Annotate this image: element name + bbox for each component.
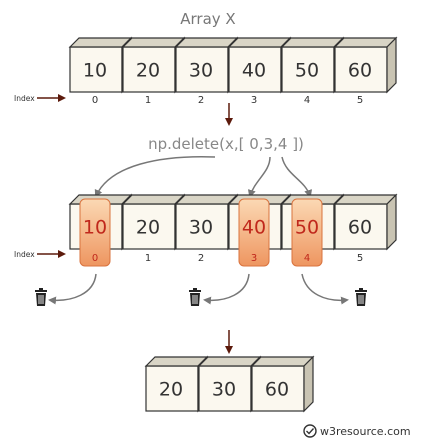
watermark: w3resource.com xyxy=(303,424,411,438)
array-cell: 60 xyxy=(333,36,398,94)
array-cell: 30 xyxy=(174,193,239,251)
cell-value: 40 xyxy=(242,60,266,82)
array-cell: 30 xyxy=(197,355,262,413)
array-cell: 60 xyxy=(250,355,315,413)
index-value: 5 xyxy=(357,95,363,106)
cell-value: 50 xyxy=(295,217,319,239)
cell-value: 30 xyxy=(189,60,213,82)
marked-array: 10 0 20 1 30 2 40 3 50 4 60 5 xyxy=(68,193,398,267)
trash-icon xyxy=(355,288,367,306)
cell-value: 10 xyxy=(83,60,107,82)
delete-highlight xyxy=(291,198,323,267)
index-arrow-middle: Index xyxy=(14,250,66,259)
cell-value: 20 xyxy=(159,379,183,401)
cell-value: 20 xyxy=(136,60,160,82)
operation-label: np.delete(x,[ 0,3,4 ]) xyxy=(148,135,304,153)
source-array: 10 0 20 1 30 2 40 3 50 4 60 5 xyxy=(68,36,398,106)
cell-value: 50 xyxy=(295,60,319,82)
index-value: 2 xyxy=(198,95,204,106)
array-cell: 20 xyxy=(121,193,186,251)
array-cell: 50 xyxy=(280,36,345,94)
array-cell: 40 xyxy=(227,36,292,94)
index-value: 5 xyxy=(357,253,363,264)
array-cell: 10 xyxy=(68,36,133,94)
array-cell: 20 xyxy=(121,36,186,94)
cell-value: 40 xyxy=(242,217,266,239)
cell-value: 30 xyxy=(212,379,236,401)
trash-icon xyxy=(189,288,201,306)
cell-value: 60 xyxy=(348,60,372,82)
index-value: 1 xyxy=(145,95,151,106)
index-value: 0 xyxy=(92,253,98,264)
w3resource-logo-icon xyxy=(303,424,317,438)
trash-icon xyxy=(35,288,47,306)
array-cell: 50 xyxy=(280,193,345,267)
index-label-middle: Index xyxy=(14,250,35,259)
cell-value: 30 xyxy=(189,217,213,239)
curve-arrow-to-index-4 xyxy=(281,156,313,198)
index-value: 0 xyxy=(92,95,98,106)
array-cell: 20 xyxy=(144,355,209,413)
index-value: 4 xyxy=(304,95,310,106)
delete-highlight xyxy=(79,198,111,267)
watermark-text: w3resource.com xyxy=(320,425,411,438)
curve-arrow-to-trash-4 xyxy=(301,273,349,305)
delete-highlight xyxy=(238,198,270,267)
cell-value: 60 xyxy=(348,217,372,239)
index-arrow-top: Index xyxy=(14,94,66,103)
index-value: 1 xyxy=(145,253,151,264)
index-value: 4 xyxy=(304,253,310,264)
result-array: 20 30 60 xyxy=(144,355,315,413)
array-cell: 10 xyxy=(68,193,133,267)
array-cell: 40 xyxy=(227,193,292,267)
curve-arrow-to-index-0 xyxy=(94,156,216,198)
cell-value: 60 xyxy=(265,379,289,401)
index-value: 3 xyxy=(251,253,257,264)
cell-value: 20 xyxy=(136,217,160,239)
curve-arrow-to-trash-3 xyxy=(203,273,250,305)
array-cell: 30 xyxy=(174,36,239,94)
curve-arrow-to-index-3 xyxy=(247,156,271,198)
diagram-title: Array X xyxy=(180,10,235,28)
index-value: 3 xyxy=(251,95,257,106)
array-cell: 60 xyxy=(333,193,398,251)
index-value: 2 xyxy=(198,253,204,264)
curve-arrow-to-trash-0 xyxy=(48,273,97,305)
index-label-top: Index xyxy=(14,94,35,103)
cell-value: 10 xyxy=(83,217,107,239)
